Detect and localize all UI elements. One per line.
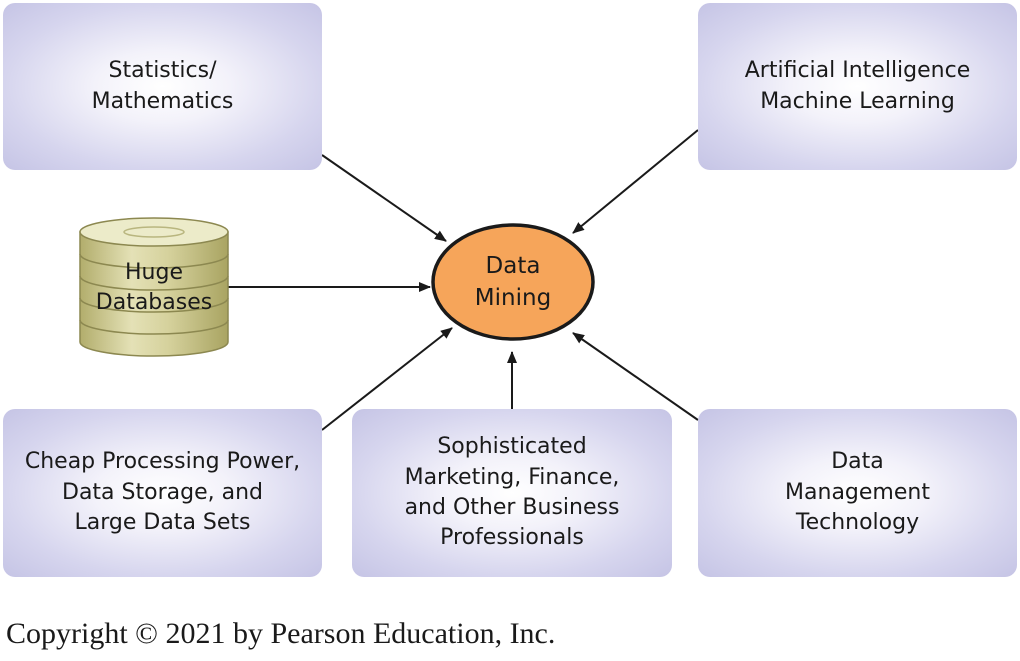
- arrow-ai-to-data-mining: [572, 129, 699, 234]
- sophisticated-professionals-box: Sophisticated Marketing, Finance, and Ot…: [352, 409, 672, 577]
- box-line: and Other Business: [404, 495, 620, 520]
- box-line: Management: [785, 479, 930, 505]
- box-line: Technology: [795, 510, 920, 536]
- copyright-notice: Copyright © 2021 by Pearson Education, I…: [6, 617, 556, 650]
- database-cylinder-icon: [79, 217, 229, 357]
- data-mining-label: Data Mining: [433, 225, 593, 340]
- box-line: Large Data Sets: [74, 510, 251, 536]
- arrow-data-management-to-data-mining: [572, 332, 699, 421]
- box-line: Machine Learning: [760, 88, 955, 114]
- box-line: Data Storage, and: [62, 479, 263, 505]
- box-line: Data: [831, 449, 884, 475]
- huge-databases-label: Huge Databases: [80, 232, 228, 344]
- box-line: Mathematics: [91, 88, 234, 114]
- database-line: Databases: [95, 290, 213, 315]
- connector-arrows: [79, 129, 699, 431]
- box-line: Professionals: [440, 525, 584, 551]
- center-line: Data: [485, 252, 541, 279]
- database-line: Huge: [125, 260, 183, 286]
- data-management-technology-box: Data Management Technology: [698, 409, 1017, 577]
- center-line: Mining: [474, 284, 552, 311]
- box-line: Artificial Intelligence: [744, 58, 971, 84]
- data-mining-diagram: Statistics/ Mathematics Artificial Intel…: [3, 3, 1017, 577]
- box-line: Cheap Processing Power,: [24, 449, 301, 475]
- data-mining-node: [431, 223, 595, 341]
- box-line: Statistics/: [108, 58, 217, 84]
- box-line: Sophisticated: [437, 434, 587, 460]
- statistics-mathematics-box: Statistics/ Mathematics: [3, 3, 322, 170]
- arrow-statistics-to-data-mining: [321, 154, 447, 242]
- ai-machine-learning-box: Artificial Intelligence Machine Learning: [698, 3, 1017, 170]
- arrow-cheap-processing-to-data-mining: [321, 327, 453, 431]
- box-line: Marketing, Finance,: [404, 464, 620, 490]
- cheap-processing-box: Cheap Processing Power, Data Storage, an…: [3, 409, 322, 577]
